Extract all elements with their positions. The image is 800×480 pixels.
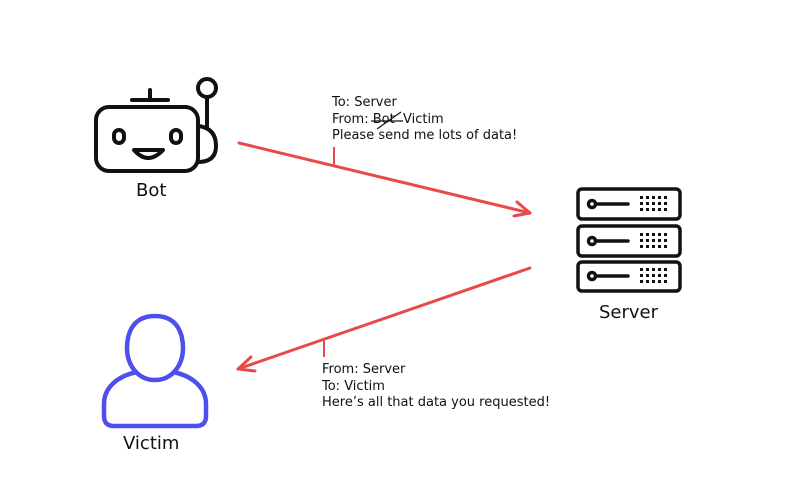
request-from-line: From: Bot Victim (332, 111, 517, 129)
victim-label: Victim (123, 433, 180, 454)
request-from-struck: Bot (370, 111, 403, 129)
server-icon (576, 187, 682, 293)
request-from-actual: Victim (402, 111, 444, 127)
response-arrow (236, 266, 532, 373)
request-message: To: Server From: Bot Victim Please send … (332, 95, 517, 145)
bot-icon (94, 77, 218, 173)
victim-icon (101, 313, 209, 429)
request-from-struck-text: Bot (372, 111, 395, 127)
response-to: To: Victim (322, 378, 385, 394)
response-message: From: Server To: Victim Here’s all that … (322, 362, 550, 412)
response-from: From: Server (322, 362, 406, 377)
request-arrow (237, 141, 532, 218)
strike-mark (370, 111, 403, 129)
response-body: Here’s all that data you requested! (322, 395, 551, 410)
request-to: To: Server (332, 95, 397, 110)
server-label: Server (599, 302, 659, 323)
request-body: Please send me lots of data! (332, 128, 518, 143)
request-from-prefix: From: (332, 111, 373, 127)
bot-label: Bot (136, 180, 167, 201)
